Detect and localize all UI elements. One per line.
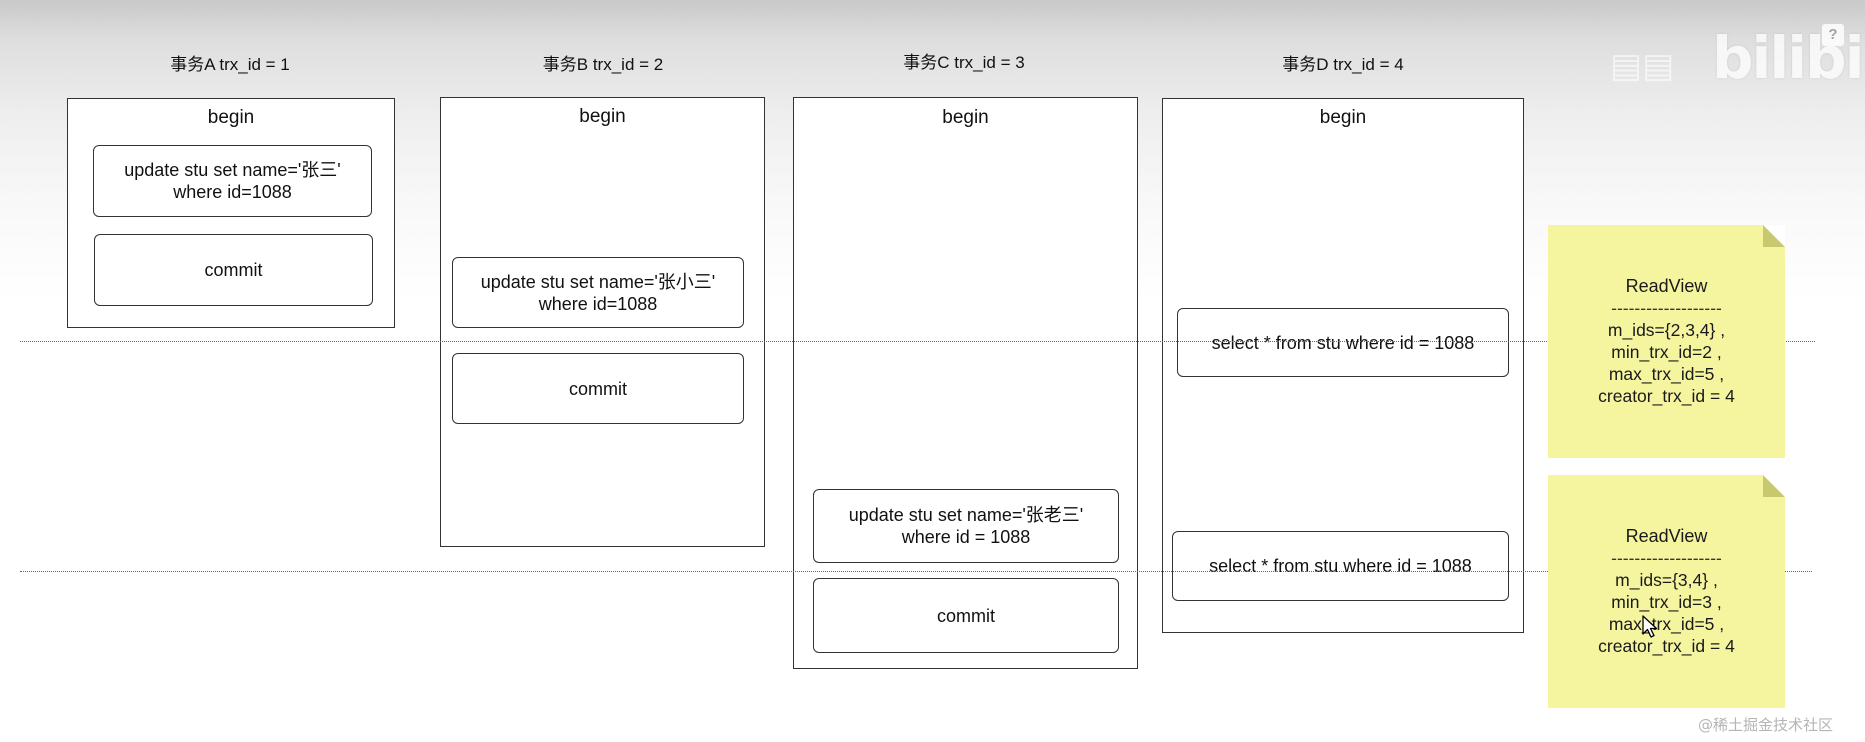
transaction-c-update-statement: update stu set name='张老三' where id = 108… — [813, 489, 1119, 563]
readview-note-2: ReadView ------------------- m_ids={3,4}… — [1548, 475, 1785, 708]
transaction-b-begin: begin — [579, 106, 626, 127]
statement-line: commit — [937, 605, 995, 626]
transaction-c-commit-statement: commit — [813, 578, 1119, 653]
transaction-b-title: 事务B trx_id = 2 — [542, 55, 664, 74]
readview-m-ids: m_ids={3,4} , — [1615, 570, 1718, 590]
statement-line: update stu set name='张三' — [124, 160, 341, 180]
statement-line: where id = 1088 — [901, 527, 1031, 547]
readview-separator: ------------------- — [1611, 548, 1722, 568]
readview-content: ReadView ------------------- m_ids={3,4}… — [1548, 525, 1785, 657]
transaction-a-title: 事务A trx_id = 1 — [170, 55, 290, 74]
readview-title: ReadView — [1625, 276, 1708, 296]
statement-line: where id=1088 — [538, 293, 658, 314]
readview-creator-trx-id: creator_trx_id = 4 — [1598, 386, 1735, 406]
transaction-a-begin: begin — [207, 107, 255, 128]
transaction-d-begin: begin — [1319, 107, 1367, 128]
snapshot-line-1 — [20, 341, 1815, 342]
help-icon[interactable]: ? — [1822, 24, 1844, 46]
readview-m-ids: m_ids={2,3,4} , — [1607, 320, 1726, 340]
snapshot-line-2 — [20, 571, 1812, 572]
transaction-d-title: 事务D trx_id = 4 — [1282, 55, 1404, 74]
mouse-cursor-icon — [1642, 615, 1658, 639]
transaction-c-title: 事务C trx_id = 3 — [903, 53, 1025, 72]
readview-max-trx-id: max_trx_id=5 , — [1608, 614, 1725, 634]
readview-creator-trx-id: creator_trx_id = 4 — [1598, 636, 1735, 656]
note-fold-corner — [1763, 475, 1785, 497]
readview-min-trx-id: min_trx_id=2 , — [1611, 342, 1722, 362]
statement-line: select * from stu where id = 1088 — [1209, 556, 1472, 576]
logo-prefix-mark: ▤▤ — [1610, 46, 1675, 86]
statement-line: update stu set name='张小三' — [480, 271, 716, 292]
readview-separator: ------------------- — [1611, 298, 1722, 318]
transaction-b-commit-statement: commit — [452, 353, 744, 424]
note-fold-corner — [1763, 225, 1785, 247]
readview-max-trx-id: max_trx_id=5 , — [1608, 364, 1725, 384]
readview-min-trx-id: min_trx_id=3 , — [1611, 592, 1722, 612]
transaction-a-update-statement: update stu set name='张三' where id=1088 — [93, 145, 372, 217]
transaction-d-select-statement-1: select * from stu where id = 1088 — [1177, 308, 1509, 377]
statement-line: commit — [204, 260, 263, 280]
readview-title: ReadView — [1625, 526, 1708, 546]
transaction-b-update-statement: update stu set name='张小三' where id=1088 — [452, 257, 744, 328]
statement-line: update stu set name='张老三' — [848, 505, 1084, 525]
statement-line: where id=1088 — [173, 182, 292, 202]
readview-content: ReadView ------------------- m_ids={2,3,… — [1548, 275, 1785, 407]
transaction-a-commit-statement: commit — [94, 234, 373, 306]
statement-line: select * from stu where id = 1088 — [1211, 332, 1475, 353]
readview-note-1: ReadView ------------------- m_ids={2,3,… — [1548, 225, 1785, 458]
statement-line: commit — [569, 378, 627, 399]
juejin-watermark: @稀土掘金技术社区 — [1698, 716, 1834, 734]
transaction-d-select-statement-2: select * from stu where id = 1088 — [1172, 531, 1509, 601]
transaction-c-box: begin — [793, 97, 1138, 669]
transaction-c-begin: begin — [942, 107, 989, 128]
